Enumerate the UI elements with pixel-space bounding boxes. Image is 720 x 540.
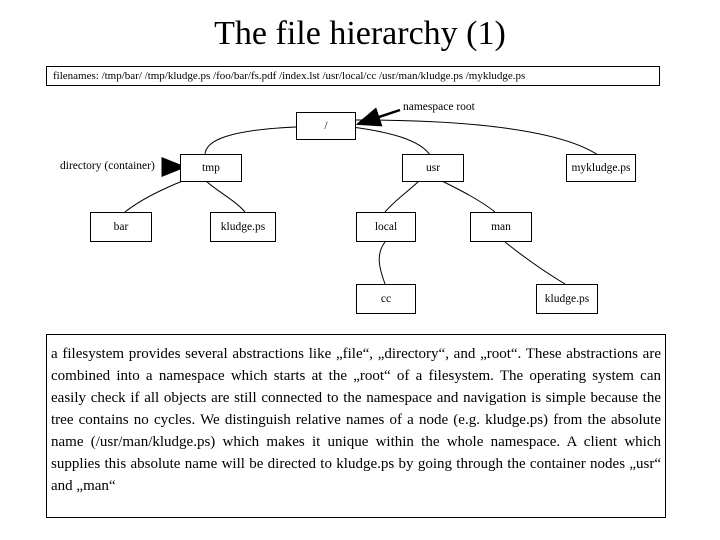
node-kludge-man: kludge.ps <box>536 284 598 314</box>
arrow-namespace-root <box>355 107 401 127</box>
edge-usr-man <box>439 179 496 213</box>
node-man: man <box>470 212 532 242</box>
namespace-root-label: namespace root <box>403 101 475 113</box>
node-tmp: tmp <box>180 154 242 182</box>
node-cc: cc <box>356 284 416 314</box>
node-bar: bar <box>90 212 152 242</box>
node-usr: usr <box>402 154 464 182</box>
node-root: / <box>296 112 356 140</box>
edge-usr-local <box>384 179 421 213</box>
description-box: a filesystem provides several abstractio… <box>46 334 666 518</box>
edge-local-cc <box>378 241 386 285</box>
edge-root-mykludge <box>355 119 599 156</box>
node-kludge-tmp: kludge.ps <box>210 212 276 242</box>
edge-tmp-bar <box>124 179 186 213</box>
edge-root-usr <box>351 126 431 156</box>
edge-tmp-kludge <box>204 179 246 213</box>
filenames-box: filenames: /tmp/bar/ /tmp/kludge.ps /foo… <box>46 66 660 86</box>
edge-root-tmp <box>204 126 297 156</box>
node-local: local <box>356 212 416 242</box>
slide-title: The file hierarchy (1) <box>214 15 506 52</box>
edge-man-kludge <box>504 241 566 285</box>
node-mykludge: mykludge.ps <box>566 154 636 182</box>
directory-container-label: directory (container) <box>60 160 155 172</box>
